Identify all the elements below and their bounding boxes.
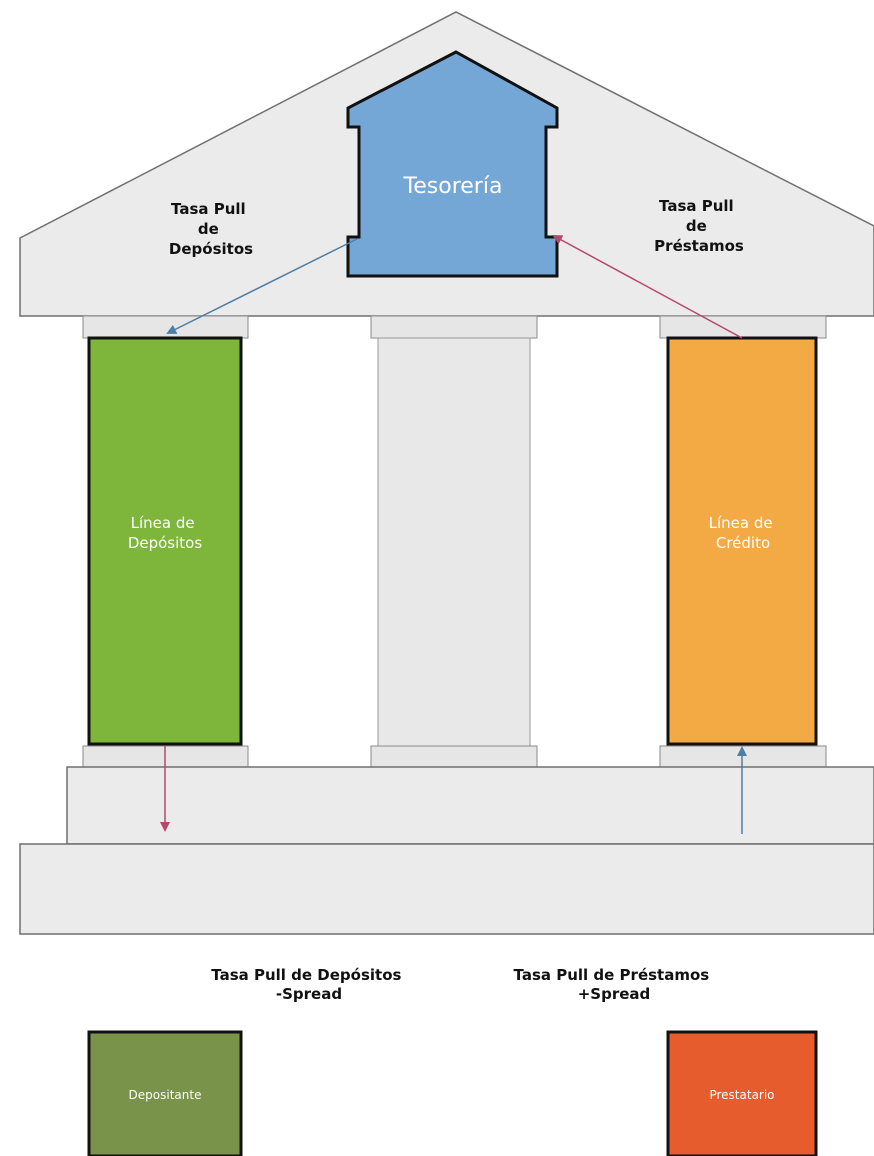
- credit-line-column: [666, 336, 818, 746]
- credit-line-label: Línea de Crédito: [709, 514, 778, 552]
- depositor-box: [87, 1030, 243, 1156]
- depositor-label: Depositante: [129, 1088, 202, 1102]
- capital-center: [370, 315, 538, 339]
- borrower-rate-label: Tasa Pull de Préstamos +Spread: [514, 966, 715, 1003]
- upper-step: [66, 766, 874, 845]
- capital-right: [659, 315, 827, 339]
- capital-left: [82, 315, 249, 339]
- deposit-line-column: [87, 336, 243, 746]
- deposit-line-label: Línea de Depósitos: [128, 514, 203, 552]
- center-column: [377, 337, 531, 747]
- credit-to-treasury-arrow: [552, 235, 743, 339]
- treasury-shape: [346, 50, 559, 278]
- treasury-to-deposit-arrow: [166, 238, 358, 334]
- lower-step: [19, 843, 874, 935]
- base-right: [659, 745, 827, 769]
- loan-pull-rate-label: Tasa Pull de Préstamos: [654, 197, 744, 255]
- treasury-label: Tesorería: [403, 174, 503, 199]
- borrower-label: Prestatario: [709, 1088, 774, 1102]
- deposit-pull-rate-label: Tasa Pull de Depósitos: [169, 200, 253, 258]
- base-center: [370, 745, 538, 769]
- borrower-box: [666, 1030, 818, 1156]
- depositor-rate-label: Tasa Pull de Depósitos -Spread: [211, 966, 406, 1003]
